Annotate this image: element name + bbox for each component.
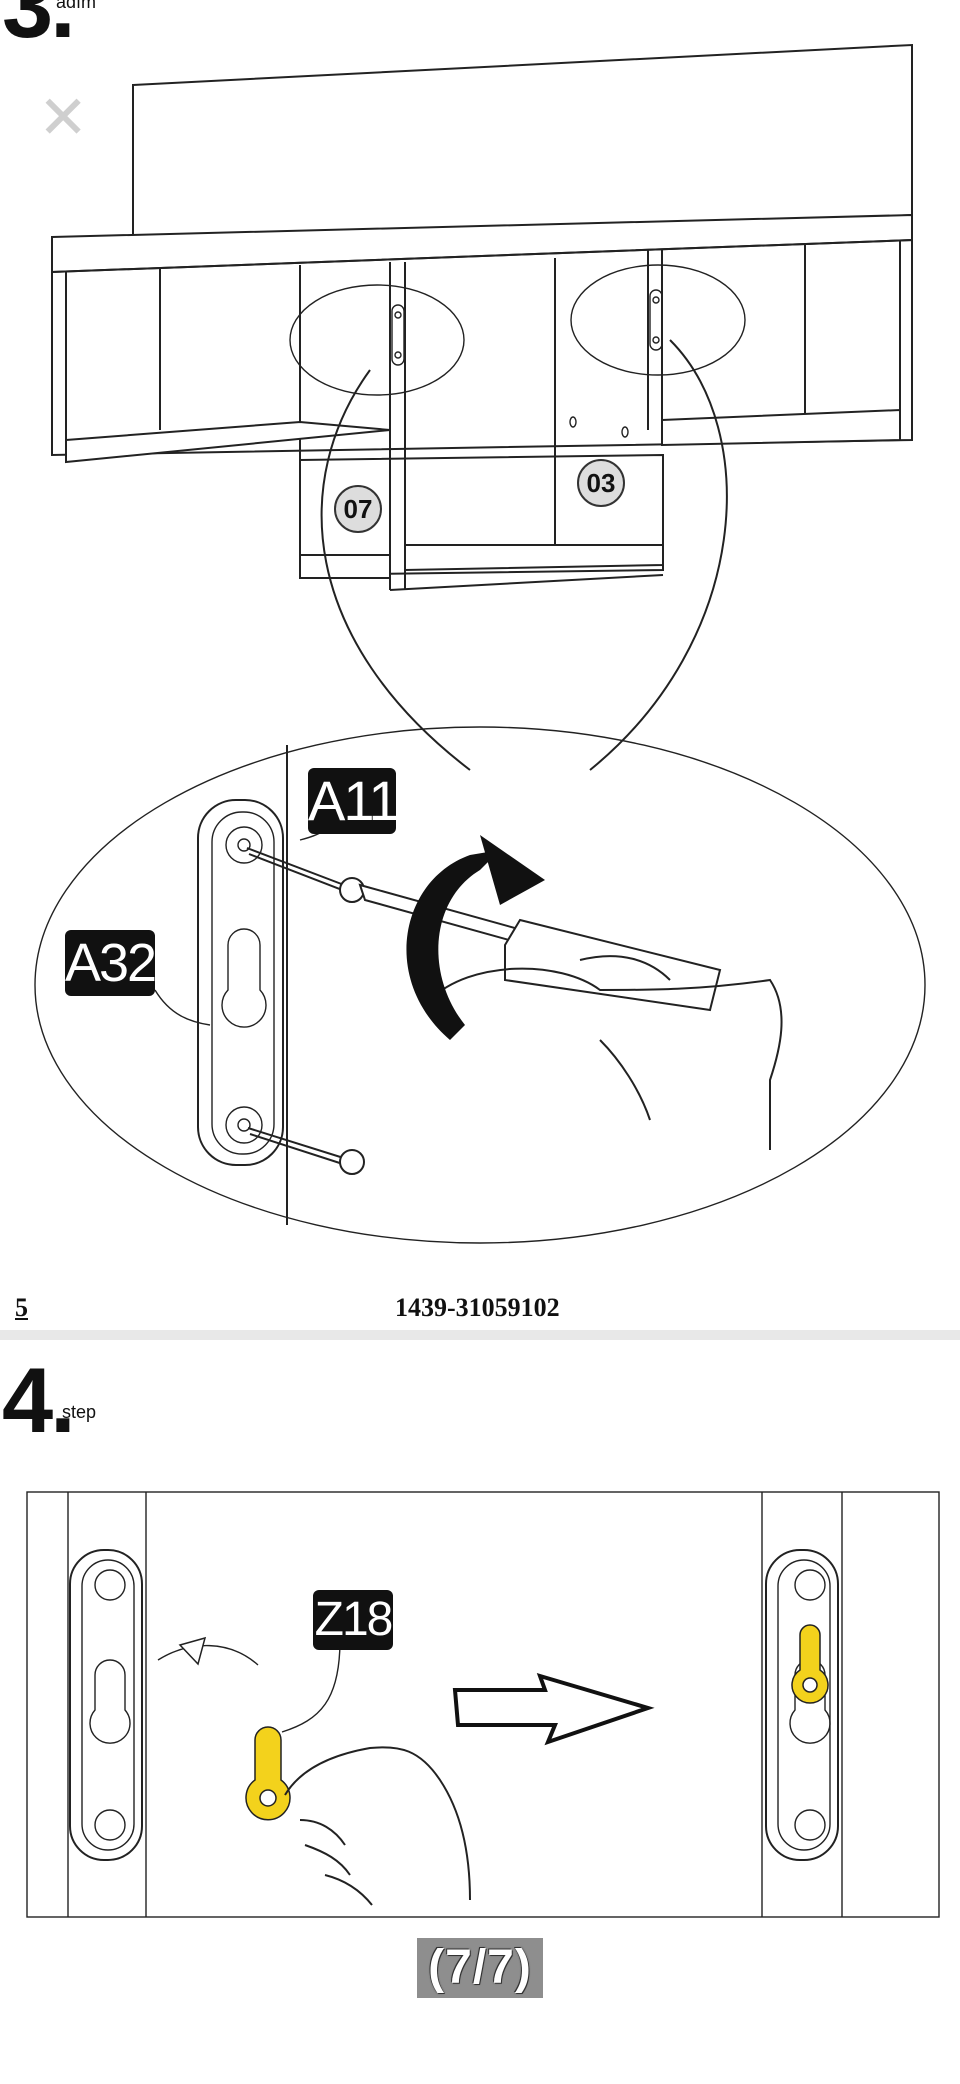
part-label-a32: A32 (65, 930, 157, 996)
step-3-shelf-illustration (34, 43, 926, 1244)
part-badge-03: 03 (577, 459, 625, 507)
step-4-word: step (62, 1402, 97, 1422)
page-number: 5 (15, 1293, 28, 1322)
part-label-z18: Z18 (313, 1590, 393, 1650)
step-4-number: 4. (2, 1350, 76, 1452)
part-label-a11: A11 (308, 768, 399, 834)
document-code: 1439-31059102 (395, 1293, 560, 1322)
step-3-word: adım (56, 0, 97, 12)
part-badge-07: 07 (334, 485, 382, 533)
step-3-number: 3. (2, 0, 76, 57)
step-4-hanger-illustration (26, 1491, 940, 1918)
page-counter: (7/7) (417, 1938, 543, 1998)
close-icon[interactable]: ✕ (38, 84, 89, 151)
page-separator (0, 1330, 960, 1340)
